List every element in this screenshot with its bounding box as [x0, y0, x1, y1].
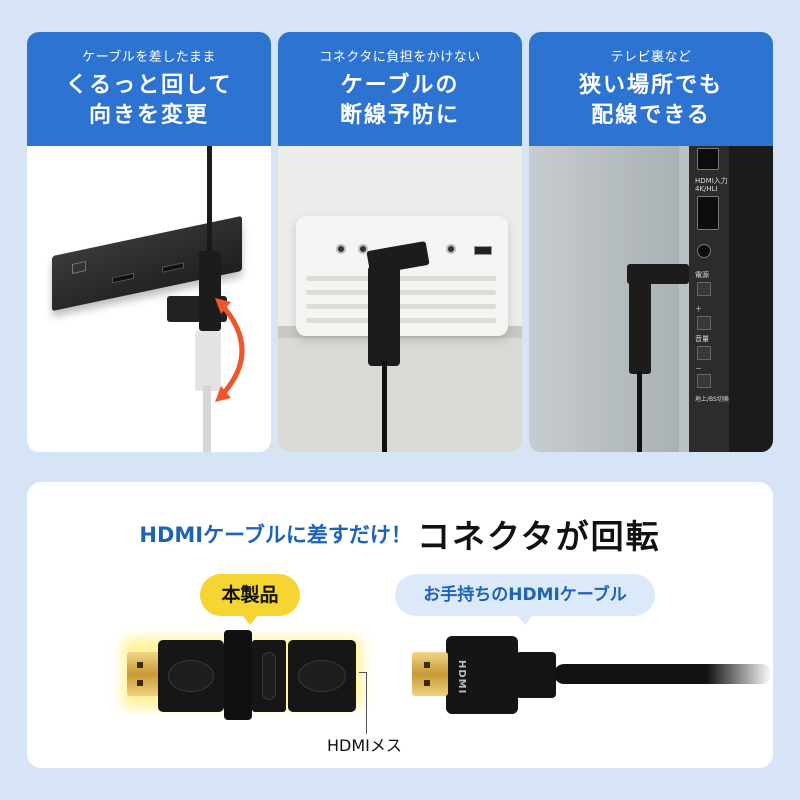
tv-port-label: HDMI入力	[695, 177, 728, 185]
ghost-adapter-position	[195, 331, 221, 391]
tv-button-label: ＋	[695, 305, 702, 313]
cable-connector-body	[446, 636, 518, 714]
card-title-line1: 狭い場所でも	[578, 73, 723, 98]
tv-button-label: 地上/BS切換	[695, 396, 729, 403]
card-header: テレビ裏など 狭い場所でも 配線できる	[529, 32, 773, 146]
comparison-panel: HDMIケーブルに差すだけ！ コネクタが回転 本製品 お手持ちのHDMIケーブル…	[27, 482, 773, 768]
hdmi-male-plug	[412, 652, 448, 696]
feature-card-protect: コネクタに負担をかけない ケーブルの 断線予防に	[278, 32, 522, 452]
tv-volume-up-button	[697, 316, 711, 330]
tv-volume-down-button	[697, 346, 711, 360]
feature-card-rotate: ケーブルを差したまま くるっと回して 向きを変更	[27, 32, 271, 452]
headline-main: コネクタが回転	[416, 517, 661, 556]
card-title-line2: 配線できる	[591, 103, 711, 128]
tv-hdmi-port	[697, 196, 719, 230]
tv-side-photo: HDMI入力 4K/HLI 電源 ＋ 音量 － 地上/BS切換	[529, 146, 773, 452]
headline: HDMIケーブルに差すだけ！ コネクタが回転	[27, 510, 773, 558]
adapter-body-middle	[252, 640, 286, 712]
switcher-photo	[27, 146, 271, 452]
card-title-line1: くるっと回して	[65, 73, 233, 98]
headline-lead: HDMIケーブルに差すだけ！	[139, 523, 412, 547]
tv-port-label: 4K/HLI	[695, 185, 718, 193]
card-title-line1: ケーブルの	[340, 73, 460, 98]
product-label-bubble: 本製品	[200, 574, 300, 625]
cable-label-bubble: お手持ちのHDMIケーブル	[395, 574, 655, 625]
hdmi-cable	[637, 371, 642, 452]
cable-wire	[554, 664, 772, 684]
hdmi-male-plug	[127, 652, 163, 696]
card-header: コネクタに負担をかけない ケーブルの 断線予防に	[278, 32, 522, 146]
card-title-line2: 向きを変更	[88, 103, 209, 128]
card-subtitle: コネクタに負担をかけない	[319, 50, 481, 65]
tv-power-button	[697, 282, 711, 296]
hdmi-logo: HDMI	[456, 660, 467, 695]
tv-hdmi-port	[697, 148, 719, 170]
rotate-arrow-icon	[215, 298, 245, 402]
callout-line	[359, 672, 367, 734]
swivel-adapter-product-image	[122, 630, 362, 720]
hdmi-female-label: HDMIメス	[327, 736, 402, 755]
tv-button-label: 電源	[695, 271, 709, 279]
card-header: ケーブルを差したまま くるっと回して 向きを変更	[27, 32, 271, 146]
cable-strain-relief	[516, 652, 556, 698]
adapter-body-left	[158, 640, 224, 712]
projector-photo	[278, 146, 522, 452]
card-subtitle: ケーブルを差したまま	[82, 50, 216, 65]
hdmi-cable	[382, 361, 387, 452]
tv-button-label: 音量	[695, 335, 709, 343]
hdmi-cable-image: HDMI	[412, 630, 772, 720]
card-title-line2: 断線予防に	[339, 103, 460, 128]
feature-card-tight-space: テレビ裏など 狭い場所でも 配線できる HDMI入力 4K/HLI 電源 ＋ 音…	[529, 32, 773, 452]
card-subtitle: テレビ裏など	[610, 50, 692, 65]
tv-button-label: －	[695, 365, 702, 373]
headphone-jack	[697, 244, 711, 258]
adapter-body-right	[288, 640, 356, 712]
swivel-adapter	[368, 266, 400, 366]
projector-device	[296, 216, 508, 336]
tv-input-button	[697, 374, 711, 388]
swivel-adapter	[199, 251, 221, 331]
hdmi-cable	[207, 146, 212, 256]
adapter-hinge	[224, 630, 252, 720]
swivel-adapter	[629, 274, 651, 374]
